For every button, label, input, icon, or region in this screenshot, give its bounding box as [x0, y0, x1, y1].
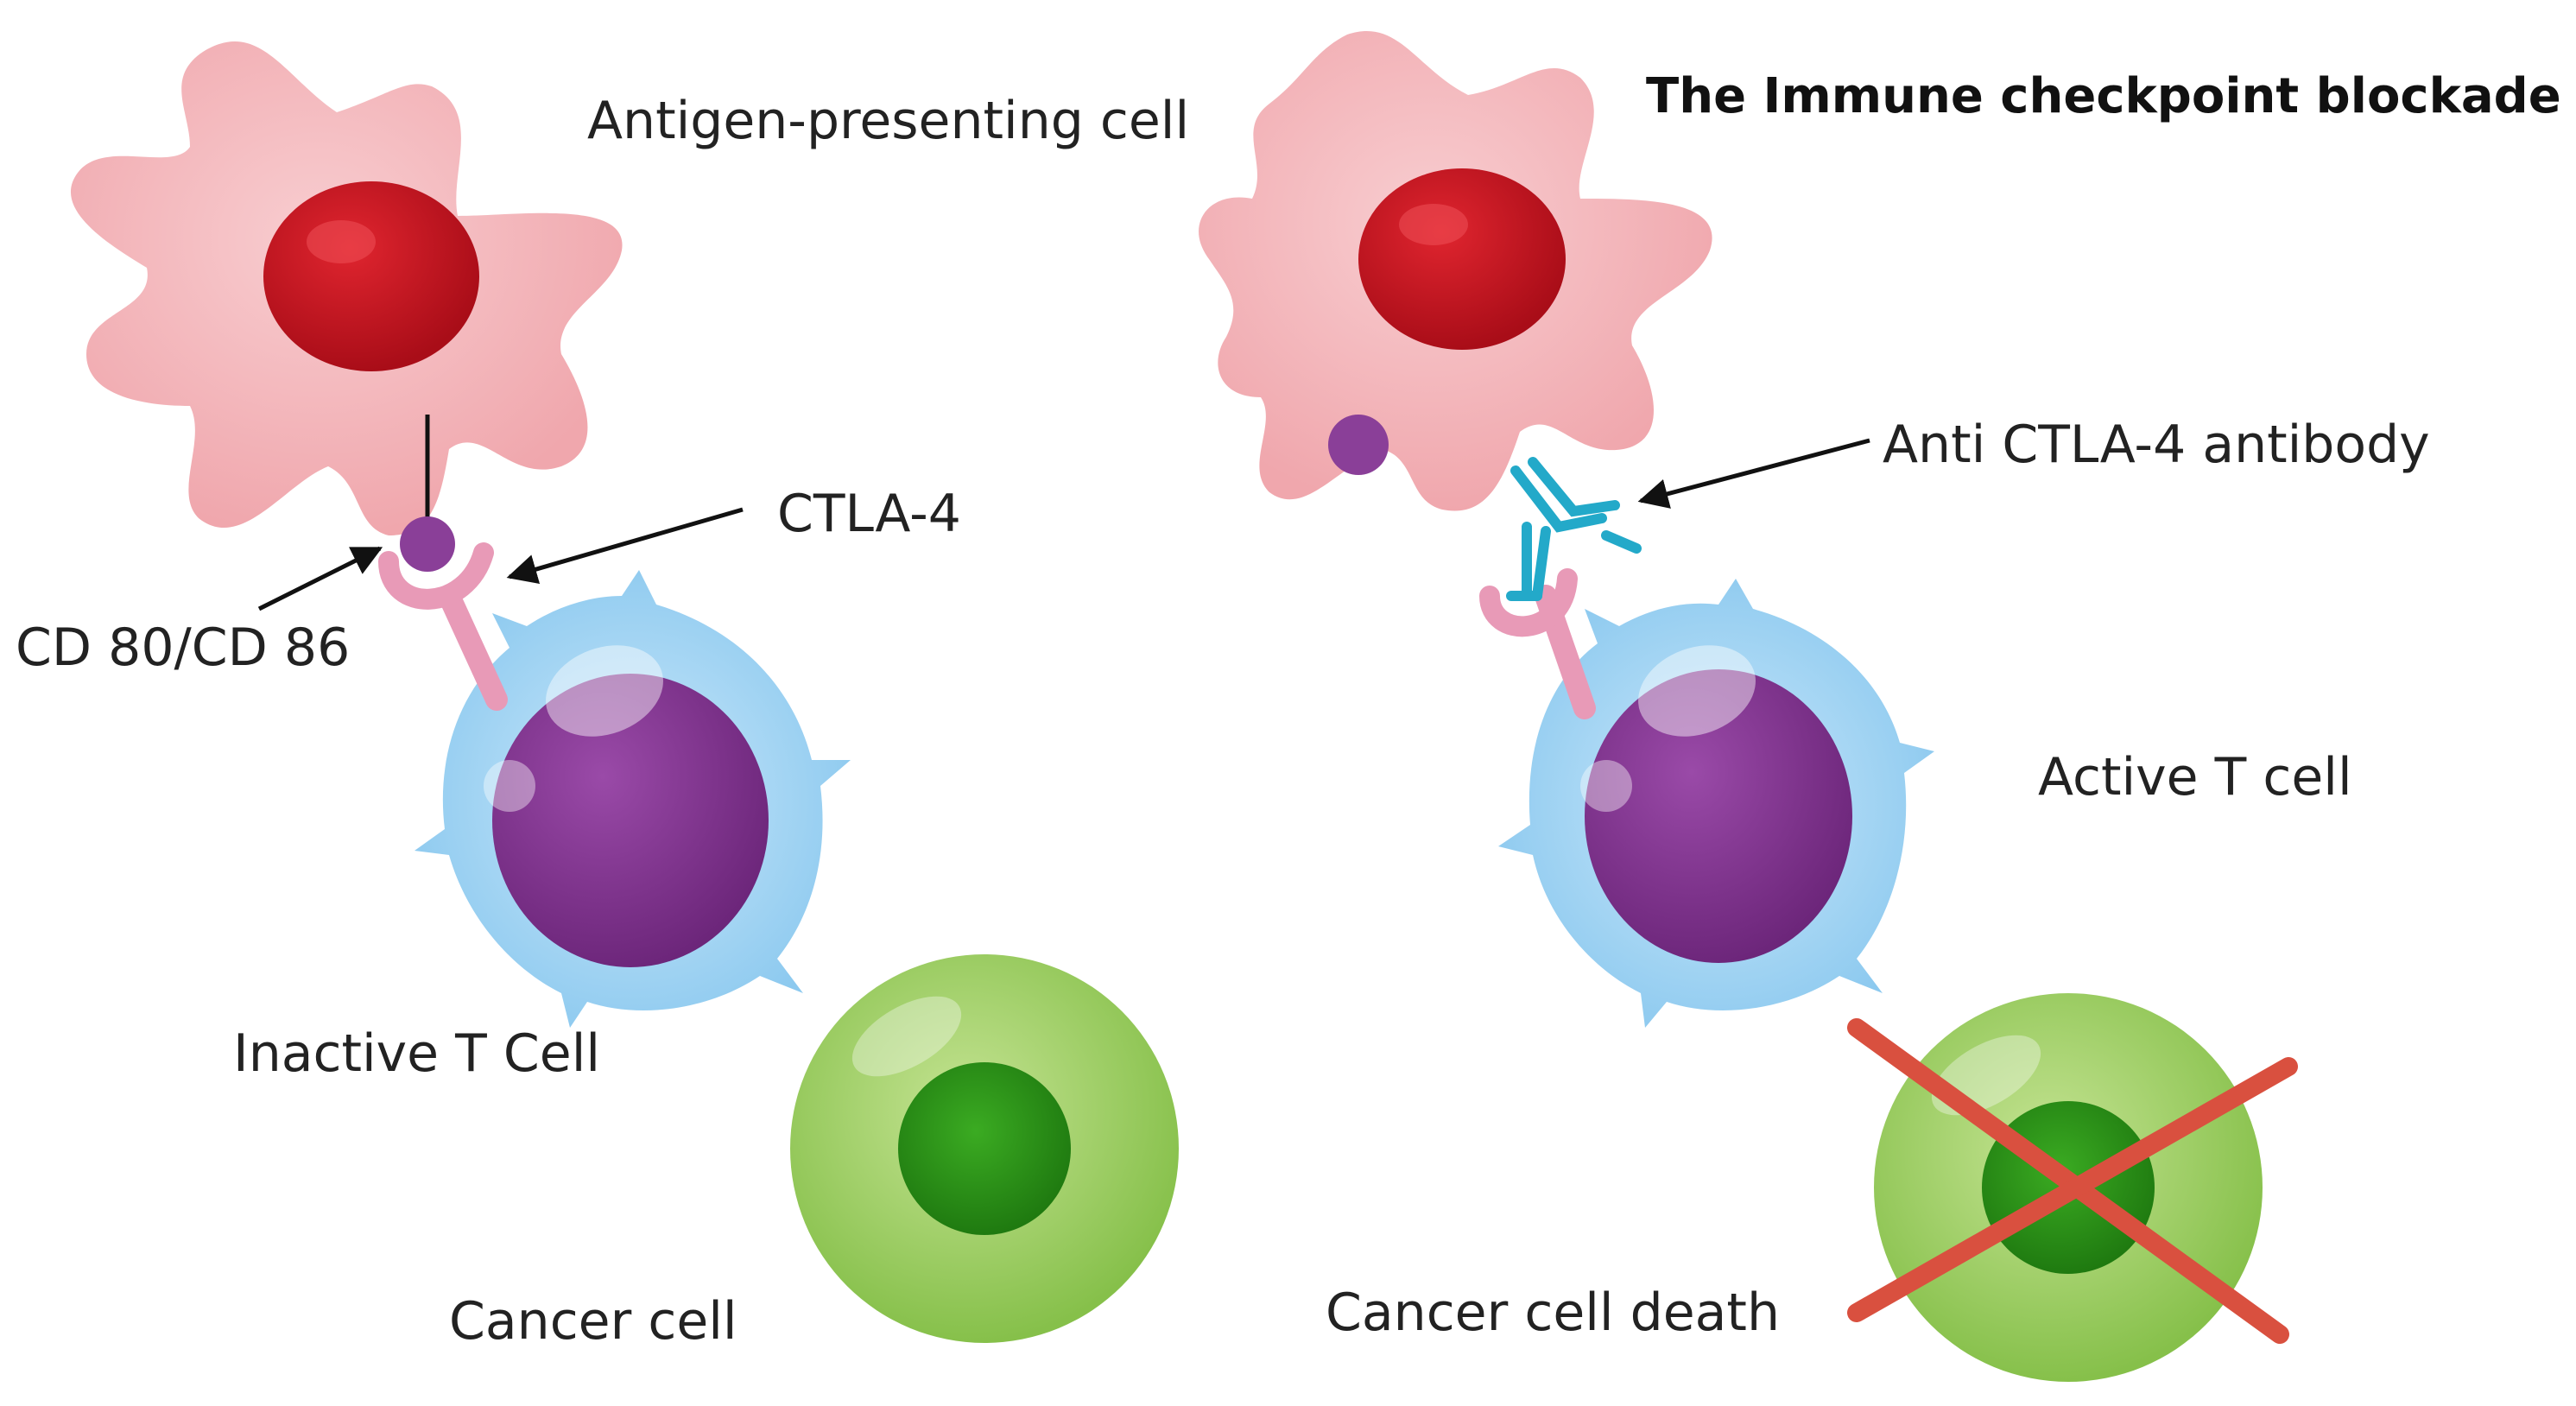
arrow-to-antibody [1637, 438, 1870, 509]
t-cell-nucleus-right [1585, 669, 1852, 963]
ctla4-receptor [378, 542, 508, 711]
left-panel: Antigen-presenting cell CTLA-4 CD 80/CD … [16, 41, 1189, 1352]
anti-ctla4-antibody [1506, 457, 1642, 601]
cross-mark [1847, 1018, 2298, 1344]
label-antigen-presenting-cell: Antigen-presenting cell [587, 91, 1189, 151]
cancer-cell-shine [851, 996, 962, 1077]
t-cell-shine-large [546, 645, 663, 737]
cancer-cell [790, 954, 1179, 1343]
t-cell-shine-large-right [1638, 645, 1756, 737]
ctla4-receptor-right [1479, 568, 1596, 719]
t-cell-nucleus [492, 674, 769, 967]
label-anti-ctla4-antibody: Anti CTLA-4 antibody [1883, 415, 2430, 475]
right-panel: The Immune checkpoint blockade Anti CTLA… [1199, 31, 2561, 1382]
t-cell-shine-small-right [1580, 760, 1632, 812]
arrow-to-cd80-86 [257, 546, 383, 611]
title: The Immune checkpoint blockade [1646, 68, 2561, 124]
label-active-t-cell: Active T cell [2038, 747, 2352, 808]
apc-nucleus-right [1358, 168, 1566, 350]
cancer-cell-nucleus [898, 1062, 1071, 1235]
label-ctla4: CTLA-4 [777, 484, 961, 544]
label-inactive-t-cell: Inactive T Cell [233, 1023, 600, 1084]
arrow-to-ctla4 [506, 507, 744, 585]
antigen-presenting-cell-right [1199, 31, 1712, 511]
apc-nucleus [263, 181, 479, 371]
apc-nucleus-shine [307, 220, 376, 263]
label-cancer-cell: Cancer cell [449, 1291, 737, 1352]
inactive-t-cell [415, 570, 851, 1028]
antigen-presenting-cell [70, 41, 623, 535]
t-cell-shine-small [484, 760, 535, 812]
active-t-cell [1498, 579, 1934, 1028]
label-cd80-cd86: CD 80/CD 86 [16, 618, 350, 678]
apc-nucleus-shine-right [1399, 204, 1468, 245]
cd80-86-ligand [400, 516, 455, 572]
cd80-86-ligand-right [1328, 415, 1389, 475]
label-cancer-cell-death: Cancer cell death [1326, 1282, 1780, 1343]
